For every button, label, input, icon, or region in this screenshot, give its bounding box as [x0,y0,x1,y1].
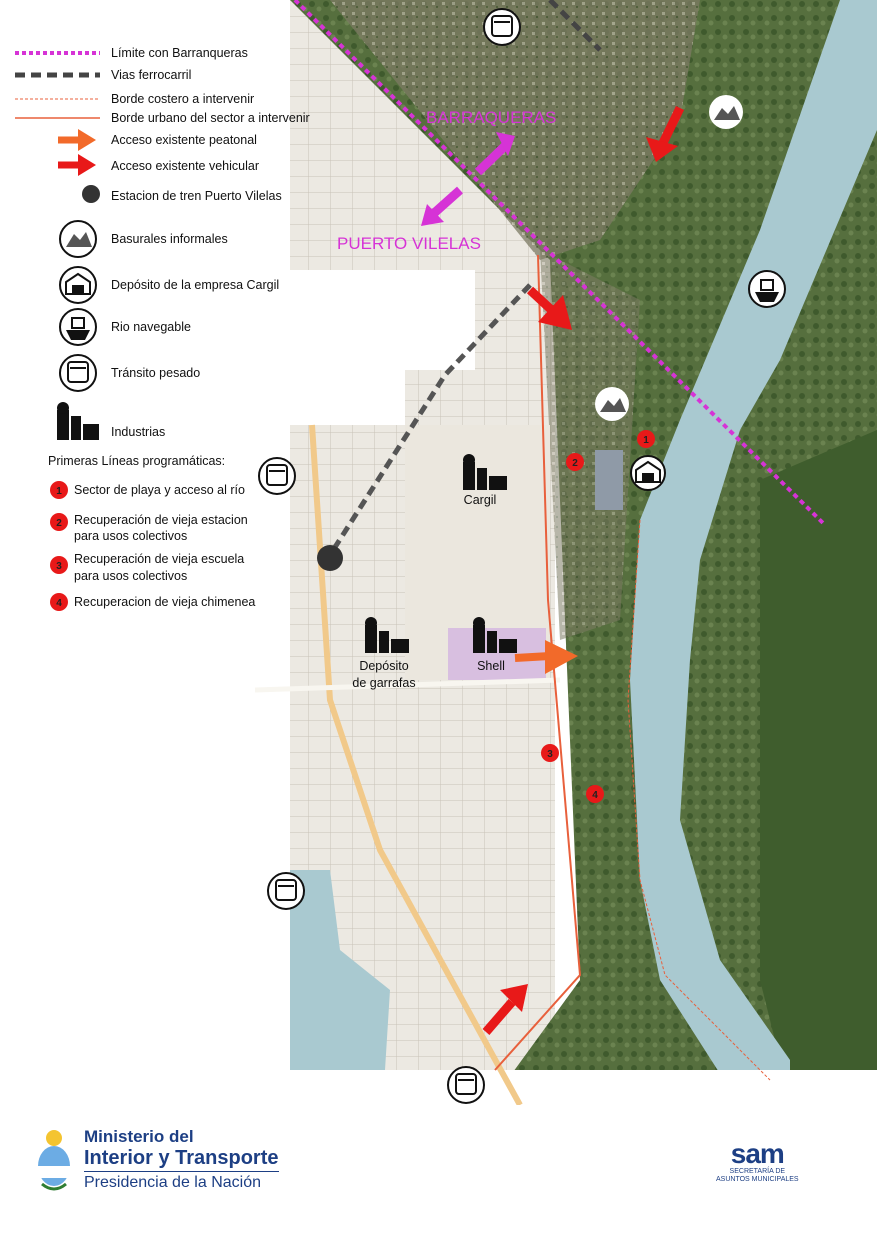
legend-line-2-label2: para usos colectivos [74,529,187,543]
legend-rail-label: Vias ferrocarril [111,68,191,82]
legend-heavy-label: Tránsito pesado [111,366,200,380]
factory-icon [463,454,507,490]
sam-logo: sam SECRETARÍA DE ASUNTOS MUNICIPALES [716,1140,799,1185]
svg-text:2: 2 [572,458,578,469]
legend-veh-arrow-icon [58,154,96,176]
legend-river-label: Rio navegable [111,320,191,334]
truck-icon [447,1066,485,1104]
ministry-line2: Interior y Transporte [84,1146,279,1169]
cargil-label: Cargil [464,493,497,507]
coast-settlement [540,250,640,640]
legend-warehouse-label: Depósito de la empresa Cargil [111,278,279,292]
legend-ped-arrow-icon [58,129,96,151]
factory-icon [365,617,409,653]
legend-line-3-label2: para usos colectivos [74,569,187,583]
lines-title: Primeras Líneas programáticas: [48,454,225,468]
sam-sub2: ASUNTOS MUNICIPALES [716,1176,799,1184]
rail-line-north [548,0,602,52]
barranqueras-arrow [474,141,510,176]
pedestrian-access-arrow [514,652,551,662]
legend-line-1-num: 1 [56,486,62,497]
train-station-marker [317,545,343,571]
coastal-border [627,519,771,1081]
legend-urban-label: Borde urbano del sector a intervenir [111,111,310,125]
ministry-line1: Ministerio del [84,1127,194,1146]
legend-dump-icon [59,220,97,258]
legend: Límite con Barranqueras Vias ferrocarril… [15,46,310,611]
truck-icon [258,457,296,495]
shell-label: Shell [477,659,505,673]
ship-icon [748,270,786,308]
svg-text:3: 3 [547,749,553,760]
sam-sub1: SECRETARÍA DE [729,1168,786,1175]
urban-border [494,254,582,1071]
legend-veh-label: Acceso existente vehicular [111,159,259,173]
truck-icon [483,8,521,46]
warehouse-icon [630,455,666,491]
truck-icon [267,872,305,910]
marker-1: 1 [637,430,655,448]
svg-text:1: 1 [643,435,649,446]
legend-line-4-label: Recuperacion de vieja chimenea [74,595,255,609]
east-bank [760,430,877,1100]
legend-truck-icon [59,354,97,392]
legend-ship-icon [59,308,97,346]
legend-station-icon [82,185,100,203]
legend-dump-label: Basurales informales [111,232,228,246]
legend-line-3-num: 3 [56,561,62,572]
factory-icon [473,617,517,653]
ministry-logo: Ministerio del Interior y Transporte Pre… [32,1127,279,1192]
north-settlement [330,0,700,260]
legend-line-2-label: Recuperación de vieja estacion [74,513,248,527]
legend-station-label: Estacion de tren Puerto Vilelas [111,189,282,203]
ministry-line3: Presidencia de la Nación [84,1170,279,1192]
legend-coast-label: Borde costero a intervenir [111,92,254,106]
coat-of-arms-icon [38,1130,70,1191]
vehicular-access-arrow-ne [657,106,685,147]
sam-word: sam [730,1138,785,1169]
garrafas-label: de garrafas [352,676,415,690]
legend-line-4-num: 4 [56,598,62,609]
legend-industry-label: Industrias [111,425,165,439]
dump-icon [595,387,629,421]
marker-3: 3 [541,744,559,762]
marker-4: 4 [586,785,604,803]
barranqueras-label: BARRAQUERAS [426,108,556,127]
legend-factory-icon [57,402,99,440]
legend-line-2-num: 2 [56,518,62,529]
deposito-label: Depósito [359,659,408,673]
rail-line [327,283,532,557]
limit-line [293,0,827,527]
river [630,0,877,1105]
svg-text:4: 4 [592,790,598,801]
legend-line-3-label: Recuperación de vieja escuela [74,552,244,566]
cargil-warehouse [595,450,623,510]
legend-warehouse-icon [59,266,97,304]
vehicular-access-arrow-south [482,999,516,1035]
vilelas-label: PUERTO VILELAS [337,234,481,253]
vilelas-arrow [429,186,463,219]
legend-ped-label: Acceso existente peatonal [111,133,257,147]
marker-2: 2 [566,453,584,471]
map: BARRAQUERAS PUERTO VILELAS Cargil Depósi… [15,0,877,1105]
legend-line-1-label: Sector de playa y acceso al río [74,483,245,497]
legend-limit-label: Límite con Barranqueras [111,46,248,60]
dump-icon [709,95,743,129]
